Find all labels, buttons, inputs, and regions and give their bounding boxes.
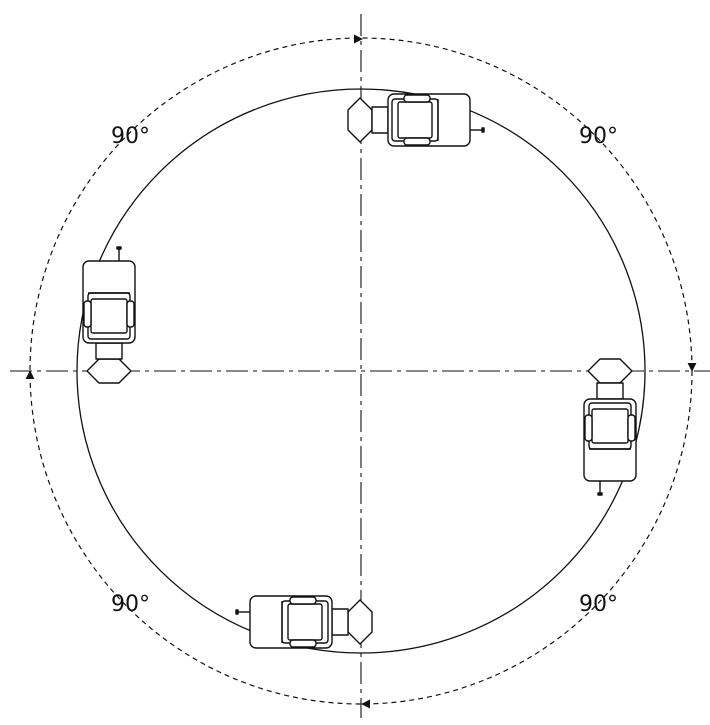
rotation-label-top-left: 90° (111, 124, 150, 149)
vehicle-left (82, 246, 136, 384)
vehicle-bottom (235, 595, 373, 649)
vehicle-right (583, 358, 637, 496)
rotation-label-top-right: 90° (579, 124, 618, 149)
vehicle-top (347, 93, 485, 147)
rotation-label-bottom-right: 90° (579, 592, 618, 617)
rotation-label-bottom-left: 90° (111, 592, 150, 617)
